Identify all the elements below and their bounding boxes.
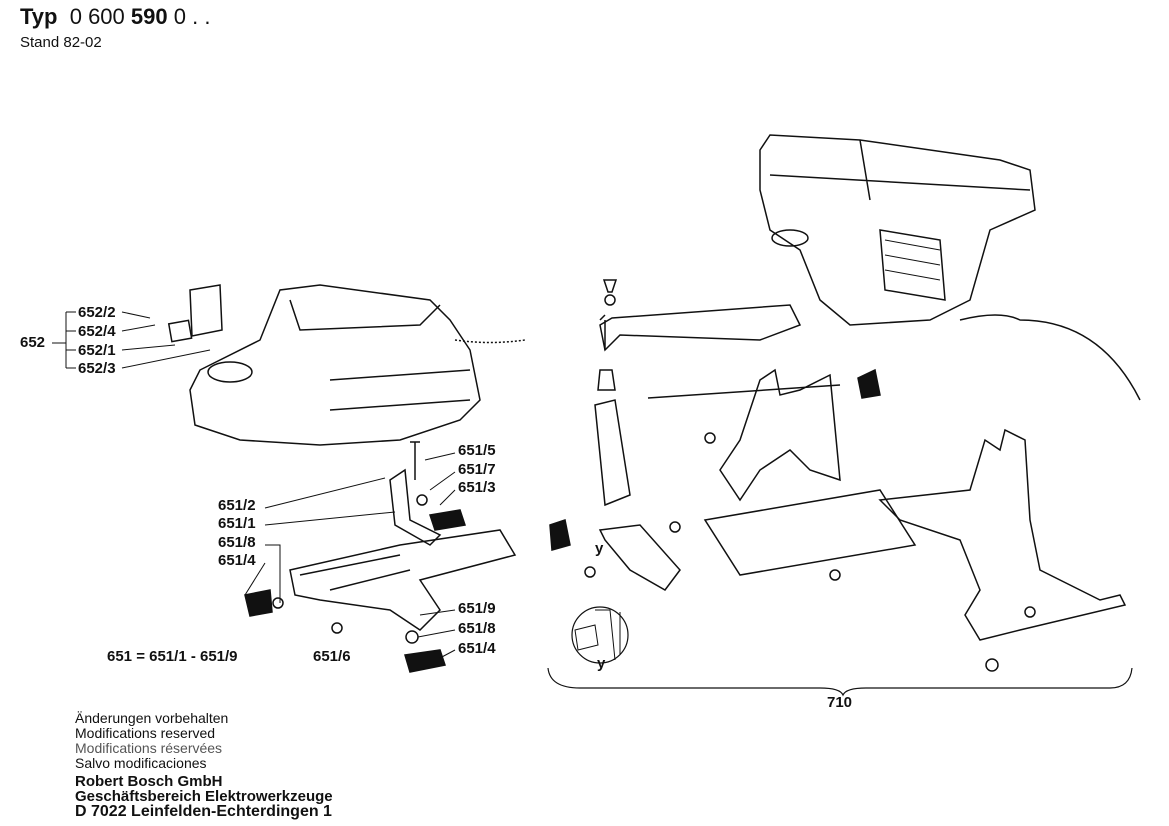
- fence-assembly: [244, 441, 517, 673]
- planer-left: [167, 284, 526, 446]
- part-label: 651/3: [458, 479, 496, 496]
- type-number: Typ 0 600 590 0 . .: [20, 4, 211, 29]
- part-label: 651/2: [218, 497, 256, 514]
- part-label: 652/3: [78, 360, 116, 377]
- part-label: 652/1: [78, 342, 116, 359]
- part-label: 651/4: [458, 640, 496, 657]
- part-label: 651/8: [458, 620, 496, 637]
- footer-note: Salvo modificaciones: [75, 755, 207, 771]
- stand-date: Stand 82-02: [20, 34, 102, 51]
- brace-710: [547, 667, 1133, 697]
- company-address: D 7022 Leinfelden-Echterdingen 1: [75, 803, 332, 820]
- assembly-equation: 651 = 651/1 - 651/9: [107, 648, 238, 665]
- part-label: 651/4: [218, 552, 256, 569]
- planer-right: [759, 134, 1141, 401]
- part-label: 652: [20, 334, 46, 351]
- part-label: 651/8: [218, 534, 256, 551]
- leader-lines-652: [52, 311, 211, 369]
- part-label: 651/1: [218, 515, 256, 532]
- part-label: 651/9: [458, 600, 496, 617]
- detail-marker: y: [597, 655, 606, 672]
- part-label: 652/2: [78, 304, 116, 321]
- footer-note: Änderungen vorbehalten: [75, 710, 229, 726]
- part-label: 710: [827, 694, 853, 711]
- footer-note: Modifications réservées: [75, 740, 223, 756]
- detail-marker: y: [595, 540, 604, 557]
- company-name: Robert Bosch GmbH: [75, 773, 223, 790]
- leader-lines-651: [244, 452, 456, 659]
- part-label: 651/7: [458, 461, 496, 478]
- part-label: 651/6: [313, 648, 351, 665]
- footer-note: Modifications reserved: [75, 725, 216, 741]
- part-label: 652/4: [78, 323, 116, 340]
- stand-assembly: [549, 279, 1127, 672]
- company-division: Geschäftsbereich Elektrowerkzeuge: [75, 788, 333, 805]
- part-label: 651/5: [458, 442, 496, 459]
